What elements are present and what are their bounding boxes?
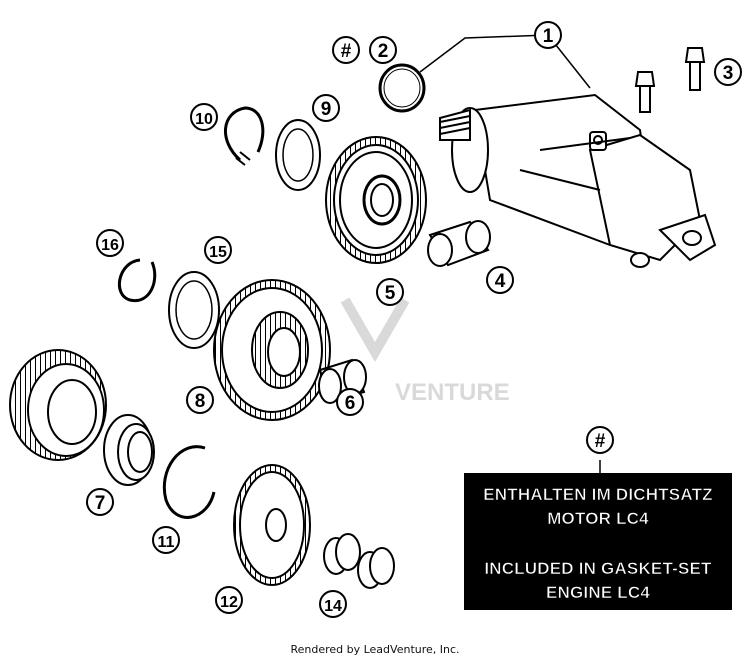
washer-15 <box>168 271 220 349</box>
circlip-16 <box>118 258 157 303</box>
callout-8: 8 <box>186 386 214 414</box>
callout-12-label: 12 <box>220 594 238 611</box>
callouts: 1 # 2 3 10 9 16 15 <box>86 21 742 618</box>
callout-hash-top: # <box>332 36 360 64</box>
callout-16-label: 16 <box>101 237 119 254</box>
callout-16: 16 <box>96 229 124 257</box>
needle-bearing-4 <box>427 220 491 267</box>
callout-12: 12 <box>215 586 243 614</box>
callout-4: 4 <box>486 266 514 294</box>
callout-5-label: 5 <box>385 283 396 304</box>
watermark-text: VENTURE <box>395 379 510 406</box>
callout-7-label: 7 <box>95 493 106 514</box>
callout-11: 11 <box>152 526 180 554</box>
circlip-10 <box>224 106 265 162</box>
needle-bearing-14 <box>323 533 395 589</box>
callout-6: 6 <box>336 388 364 416</box>
callout-4-label: 4 <box>495 271 506 292</box>
callout-hash-box: # <box>586 426 614 454</box>
callout-15: 15 <box>204 236 232 264</box>
starter-motor <box>439 93 717 268</box>
callout-8-label: 8 <box>195 391 206 412</box>
callout-hash-top-label: # <box>341 41 352 62</box>
callout-6-label: 6 <box>345 393 356 414</box>
o-ring <box>378 63 426 113</box>
freewheel-7 <box>103 414 155 486</box>
callout-15-label: 15 <box>209 244 227 261</box>
watermark: VENTURE <box>340 297 510 406</box>
washer-9 <box>275 119 321 191</box>
callout-5: 5 <box>376 278 404 306</box>
callout-hash-box-label: # <box>595 431 606 452</box>
info-en-line1: INCLUDED IN GASKET-SET <box>484 559 712 578</box>
callout-14-label: 14 <box>324 598 342 615</box>
info-en-line2: ENGINE LC4 <box>546 583 650 602</box>
callout-1-label: 1 <box>543 26 554 47</box>
info-de-line1: ENTHALTEN IM DICHTSATZ <box>483 485 712 504</box>
callout-9-label: 9 <box>321 99 332 120</box>
callout-11-label: 11 <box>158 534 175 551</box>
intermediate-gear-5 <box>325 136 427 264</box>
intermediate-gear-12 <box>233 464 311 586</box>
info-de-line2: MOTOR LC4 <box>547 509 649 528</box>
circlip-11 <box>162 445 216 519</box>
intermediate-gear-8 <box>213 279 331 421</box>
callout-3-label: 3 <box>723 63 734 84</box>
callout-2-label: 2 <box>378 41 389 62</box>
callout-10: 10 <box>190 103 218 131</box>
callout-7: 7 <box>86 488 114 516</box>
gasket-set-info-box: ENTHALTEN IM DICHTSATZ MOTOR LC4 INCLUDE… <box>464 473 732 610</box>
freewheel-gear <box>9 349 107 461</box>
footer-credit: Rendered by LeadVenture, Inc. <box>290 643 460 656</box>
bolt <box>634 47 706 113</box>
callout-3: 3 <box>714 58 742 86</box>
callout-10-label: 10 <box>195 111 213 128</box>
callout-1: 1 <box>534 21 562 49</box>
callout-14: 14 <box>319 590 347 618</box>
callout-9: 9 <box>312 94 340 122</box>
callout-2: 2 <box>369 36 397 64</box>
